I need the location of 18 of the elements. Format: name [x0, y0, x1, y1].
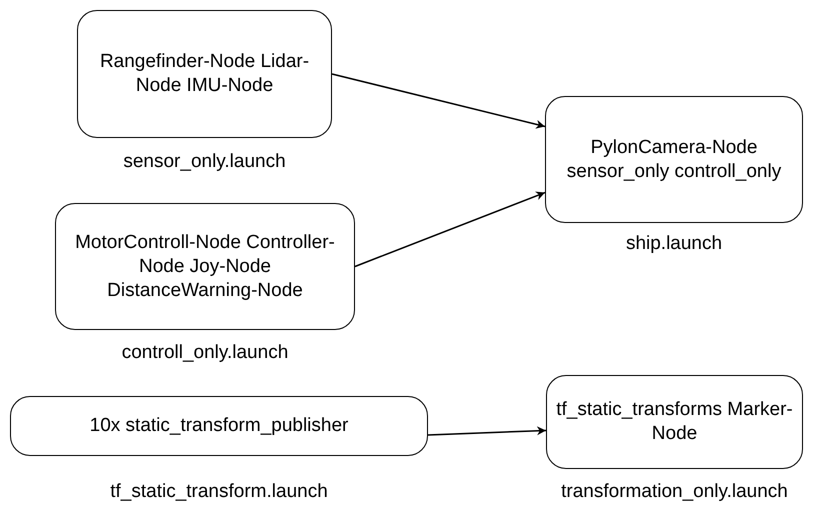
- node-label: PylonCamera-Node sensor_only controll_only: [566, 136, 782, 184]
- rounded-box: [545, 96, 803, 223]
- node-label: MotorControll-Node Controller-Node Joy-Node DistanceWarning-Node: [74, 230, 336, 302]
- node-label: 10x static_transform_publisher: [90, 414, 348, 438]
- rounded-box: [55, 203, 355, 330]
- file-name-label: transformation_only.launch: [561, 480, 788, 504]
- node-label: Rangefinder-Node Lidar-Node IMU-Node: [98, 50, 310, 98]
- file-name-label: ship.launch: [626, 232, 722, 256]
- rounded-box: [77, 10, 332, 138]
- arrow: [354, 192, 546, 268]
- arrow: [332, 73, 546, 129]
- file-name-label: tf_static_transform.launch: [110, 480, 328, 504]
- node-label: tf_static_transforms Marker-Node: [556, 398, 793, 446]
- rounded-box: [546, 375, 803, 469]
- rounded-box: [10, 396, 428, 456]
- file-name-label: sensor_only.launch: [123, 150, 286, 174]
- file-name-label: controll_only.launch: [122, 341, 288, 365]
- arrow: [428, 426, 546, 436]
